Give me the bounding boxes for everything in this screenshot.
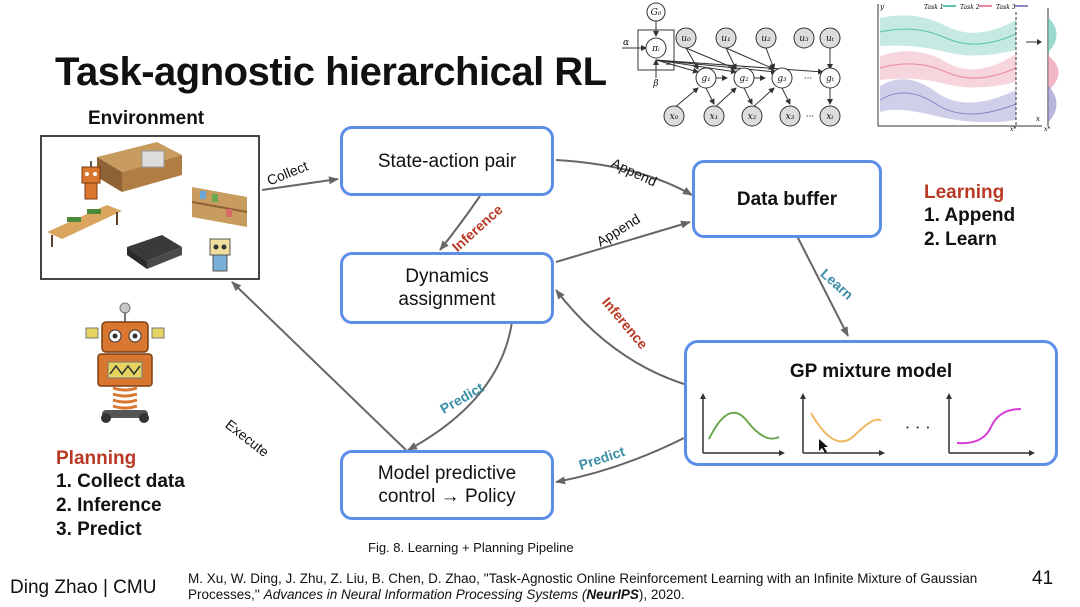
gm-alpha: α — [623, 38, 629, 48]
multitask-gp-plot: y x x* Task 1 Task 2 Task 3 x* — [877, 3, 1059, 132]
sofa-shape — [127, 235, 182, 269]
gm-g-node: g₂ — [739, 74, 749, 84]
learning-item: 2. Learn — [924, 229, 997, 250]
plot-legend: Task 1 Task 2 Task 3 — [924, 4, 1028, 11]
counter-shape — [97, 142, 182, 192]
task2-mean — [879, 63, 1017, 79]
shelf-shape — [191, 187, 248, 227]
density-task2 — [1047, 55, 1059, 91]
gp-mixture-node: GP mixture model · · · — [684, 340, 1058, 466]
plot-density-x-star: x* — [1044, 126, 1050, 132]
task2-band — [880, 51, 1016, 88]
gp-plot-3 — [946, 393, 1035, 456]
learn-arrow — [796, 235, 849, 337]
planning-title: Planning — [56, 448, 137, 469]
gm-g-node: gₜ — [826, 74, 835, 84]
gm-u-node: u₀ — [681, 34, 691, 44]
gp-mixture-label: GP mixture model — [789, 361, 953, 382]
footer-author: Ding Zhao | CMU — [10, 577, 157, 598]
data-buffer-node: Data buffer — [692, 160, 882, 238]
density-task1 — [1047, 17, 1057, 53]
planning-item: 1. Collect data — [56, 471, 185, 492]
gp-curve-green — [708, 411, 780, 440]
plot-x-star: x* — [1010, 126, 1016, 132]
gm-g-node: g₁ — [701, 74, 710, 84]
environment-label: Environment — [88, 108, 205, 129]
mpc-label-line1: Model predictive — [377, 463, 517, 484]
planning-list: Planning 1. Collect data 2. Inference 3.… — [56, 448, 185, 542]
dynamics-label-line1: Dynamics — [405, 266, 489, 287]
data-buffer-label: Data buffer — [736, 188, 838, 210]
gm-beta: β — [652, 79, 658, 89]
mpc-label-line2: control → Policy — [378, 486, 516, 507]
legend-task: Task 3 — [996, 4, 1016, 11]
predict-right-arrow — [555, 437, 685, 485]
page-title: Task-agnostic hierarchical RL — [55, 50, 607, 94]
gm-g-node: g₃ — [777, 74, 787, 84]
small-robot-shape — [81, 161, 101, 200]
gp-ellipsis: · · · — [905, 418, 930, 437]
gm-u-node: u₁ — [721, 34, 730, 44]
figure-caption: Fig. 8. Learning + Planning Pipeline — [368, 540, 574, 555]
citation-text: M. Xu, W. Ding, J. Zhu, Z. Liu, B. Chen,… — [188, 571, 978, 602]
mpc-policy-node: Model predictive control → Policy — [340, 450, 554, 520]
plot-axis-y: y — [879, 3, 885, 11]
append-mid-arrow — [555, 220, 691, 263]
gp-plot-1 — [700, 393, 785, 456]
gm-x-node: x₂ — [748, 112, 757, 122]
dynamics-assignment-node: Dynamics assignment — [340, 252, 554, 324]
gm-top-node: G₀ — [651, 8, 662, 18]
task1-mean — [879, 28, 1017, 45]
planning-item: 2. Inference — [56, 495, 162, 516]
robot-two-shape — [209, 238, 231, 272]
state-action-node: State-action pair — [340, 126, 554, 196]
predict-left-arrow — [407, 321, 513, 451]
gp-curves: · · · — [700, 393, 1035, 456]
task3-mean — [879, 92, 1017, 115]
graphical-model-diagram: G₀ πᵢ α β ∞ u₀ u₁ u₂ u₃ uₜ g₁ g₂ g₃ gₜ x… — [622, 2, 841, 127]
page-number: 41 — [1032, 568, 1054, 589]
plot-axis-x: x — [1036, 115, 1040, 123]
inference-left-arrow — [439, 195, 481, 251]
append-top-arrow — [555, 159, 693, 196]
state-action-label: State-action pair — [377, 150, 517, 172]
cursor-icon — [819, 439, 828, 453]
robot-illustration — [85, 302, 165, 423]
gm-infinity: ∞ — [665, 60, 671, 68]
task1-band — [880, 15, 1016, 56]
footer-citation: M. Xu, W. Ding, J. Zhu, Z. Liu, B. Chen,… — [188, 571, 1008, 603]
gm-u-node: u₂ — [761, 34, 771, 44]
gm-u-node: u₃ — [799, 34, 809, 44]
execute-arrow — [231, 281, 407, 451]
dynamics-label-line2: assignment — [398, 289, 496, 310]
gm-ellipsis: ··· — [806, 112, 815, 122]
learning-title: Learning — [924, 182, 1005, 203]
gm-ellipsis: ··· — [804, 74, 813, 84]
legend-task: Task 1 — [924, 4, 944, 11]
table-shape — [47, 205, 122, 247]
collect-arrow — [261, 176, 339, 191]
citation-venue-bold: NeurIPS — [586, 587, 639, 602]
gm-x-node: x₃ — [786, 112, 795, 122]
gm-pi-node: πᵢ — [651, 44, 660, 54]
learning-list: Learning 1. Append 2. Learn — [924, 182, 1015, 252]
citation-venue: Advances in Neural Information Processin… — [263, 587, 587, 602]
task3-band — [880, 79, 1016, 123]
environment-illustration — [40, 135, 260, 280]
gm-x-node: x₁ — [710, 112, 719, 122]
gm-x-node: xₜ — [826, 112, 834, 122]
citation-tail: ), 2020. — [638, 587, 685, 602]
gp-curve-orange — [810, 412, 882, 443]
gm-u-node: uₜ — [826, 34, 835, 44]
learning-item: 1. Append — [924, 205, 1016, 226]
gm-x-node: x₀ — [670, 112, 679, 122]
legend-task: Task 2 — [960, 4, 980, 11]
gp-curve-magenta — [956, 408, 1022, 445]
environment-scene — [47, 142, 248, 272]
gp-plot-2 — [800, 393, 885, 456]
density-task3 — [1047, 85, 1057, 123]
inference-right-arrow — [555, 289, 685, 385]
planning-item: 3. Predict — [56, 519, 142, 540]
